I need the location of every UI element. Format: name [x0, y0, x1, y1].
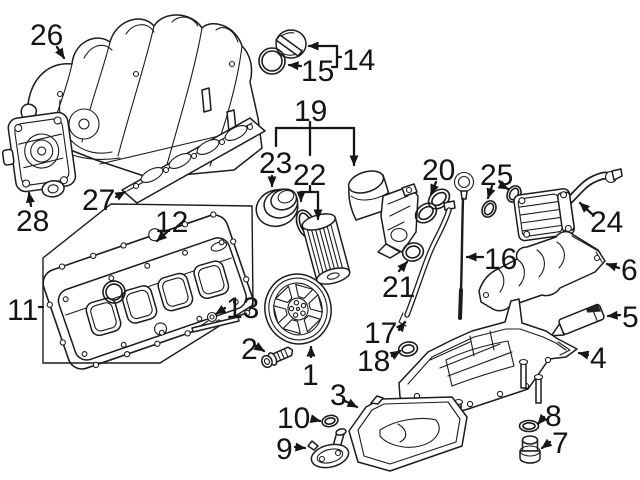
callout-16-label: 16 [484, 243, 517, 276]
callout-2-label: 2 [241, 333, 258, 366]
part-oil-baffle [478, 230, 606, 312]
part-oil-cooler [513, 168, 623, 242]
part-oil-filter-housing [347, 170, 419, 259]
callout-3-label: 3 [330, 379, 347, 412]
part-crankshaft-pulley [264, 273, 332, 345]
callout-19-label: 19 [294, 95, 327, 128]
callout-6-label: 6 [621, 254, 638, 287]
part-oil-filter-element [301, 213, 351, 285]
part-lower-oil-pan [348, 395, 468, 472]
part-intake-manifold [27, 14, 263, 179]
part-sensor-o-ring [321, 414, 339, 428]
part-throttle-body [1, 103, 77, 198]
callout-labels: 1 2 3 4 5 6 7 8 9 10 11 12 13 14 15 16 1… [7, 19, 639, 466]
part-valve-cover [57, 237, 247, 361]
callout-26-label: 26 [30, 19, 63, 52]
callout-25-label: 25 [480, 159, 513, 192]
callout-24-label: 24 [590, 206, 623, 239]
callout-8-label: 8 [545, 400, 562, 433]
part-pulley-bolt [261, 346, 294, 369]
part-cover-bolt [191, 311, 240, 333]
callout-1-label: 1 [302, 359, 319, 392]
callout-7-label: 7 [552, 427, 569, 460]
leader-lines [25, 41, 622, 452]
callout-14-label: 14 [342, 44, 375, 77]
part-sealant [548, 303, 605, 339]
callout-9-label: 9 [276, 433, 293, 466]
callout-27-label: 27 [82, 184, 115, 217]
callout-17-label: 17 [364, 317, 397, 350]
part-oil-filler-cap [275, 29, 307, 59]
part-filter-housing-seal [401, 242, 425, 262]
part-drain-plug [519, 435, 541, 464]
part-oil-level-sensor [307, 428, 350, 469]
part-oil-dipstick [453, 171, 475, 320]
callout-20-label: 20 [422, 154, 455, 187]
callout-15-label: 15 [301, 55, 334, 88]
callout-23-label: 23 [259, 147, 292, 180]
callout-5-label: 5 [622, 301, 639, 334]
part-drain-plug-seal [518, 419, 540, 433]
part-dipstick-tube-o-ring [397, 341, 419, 357]
callout-4-label: 4 [590, 342, 607, 375]
part-filler-cap-seal [258, 47, 286, 75]
valve-cover-assembly-box [42, 203, 254, 364]
part-intake-manifold-gasket [121, 117, 266, 204]
callout-11-label: 11 [7, 294, 38, 327]
callout-28-label: 28 [16, 205, 49, 238]
callout-21-label: 21 [382, 271, 415, 304]
callout-12-label: 12 [155, 206, 188, 239]
callout-18-label: 18 [357, 345, 390, 378]
callout-22-label: 22 [293, 159, 326, 192]
callout-10-label: 10 [277, 402, 310, 435]
callout-13-label: 13 [226, 292, 259, 325]
